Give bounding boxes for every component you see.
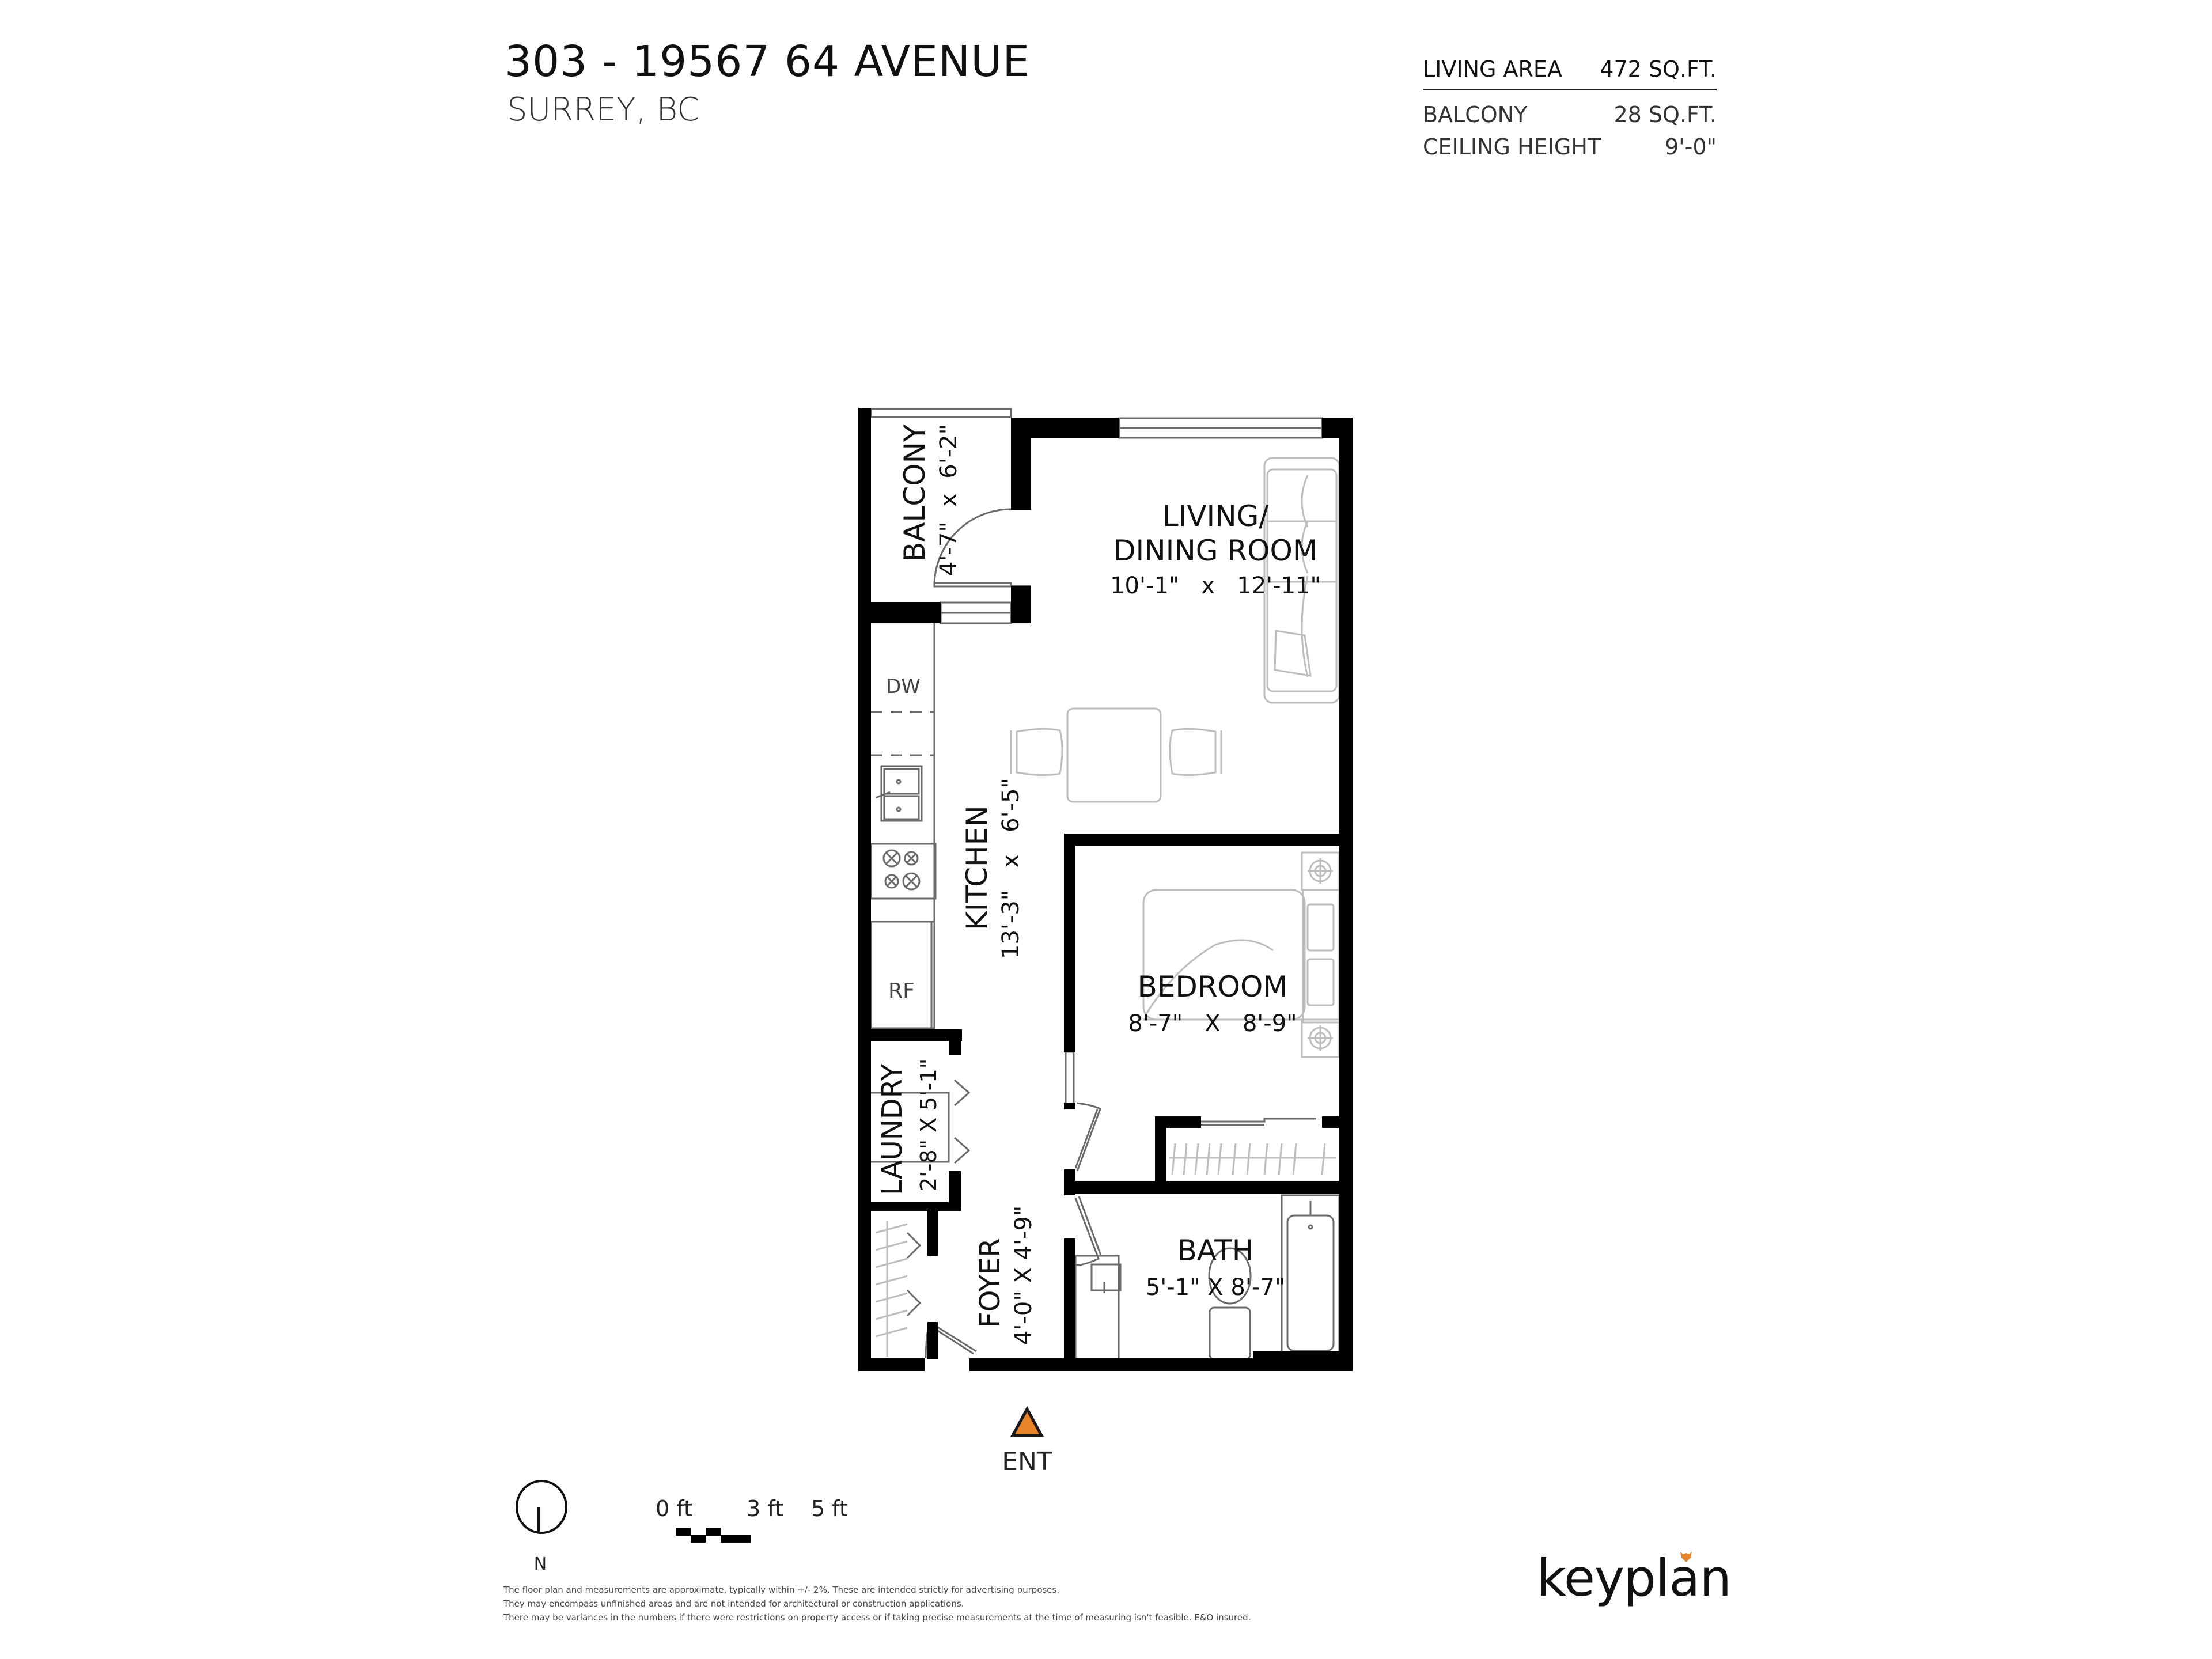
vanity-sink-icon xyxy=(1074,1255,1122,1361)
room-dims-living: 10'-1" x 12'-11" xyxy=(1110,573,1321,599)
stat-balcony: BALCONY 28 SQ.FT. xyxy=(1423,99,1717,131)
room-name-bath: BATH xyxy=(1177,1234,1254,1267)
entrance-label: ENT xyxy=(1002,1447,1052,1476)
room-dims-kitchen: 13'-3" x 6'-5" xyxy=(998,778,1024,959)
stat-label: CEILING HEIGHT xyxy=(1423,134,1601,160)
bathtub-icon xyxy=(1281,1194,1340,1358)
room-dims-laundry: 2'-8" X 5'-1" xyxy=(916,1059,941,1191)
window-icon xyxy=(1118,417,1323,439)
furniture-layer xyxy=(875,457,1340,1357)
door-swing-icon xyxy=(1074,1196,1102,1267)
closet-hangers-icon xyxy=(1169,1143,1336,1176)
bifold-door-icon xyxy=(906,1232,922,1317)
scale-tick-5: 5 ft xyxy=(811,1496,848,1521)
fridge-icon xyxy=(870,921,935,1029)
nightstand-lamp-icon xyxy=(1301,851,1340,891)
brand-logo: keyplan xyxy=(1537,1548,1732,1608)
stat-ceiling-height: CEILING HEIGHT 9'-0" xyxy=(1423,131,1717,163)
closet-hangers-icon xyxy=(875,1221,908,1357)
entrance-triangle-icon xyxy=(1010,1406,1044,1437)
nightstand-lamp-icon xyxy=(1301,1018,1340,1058)
stat-label: LIVING AREA xyxy=(1423,56,1562,82)
disclaimer-line: They may encompass unfinished areas and … xyxy=(503,1599,964,1609)
area-stats-table: LIVING AREA 472 SQ.FT. BALCONY 28 SQ.FT.… xyxy=(1423,53,1717,163)
room-name-living-2: DINING ROOM xyxy=(1113,534,1317,567)
bifold-door-icon xyxy=(954,1079,971,1164)
room-dims-balcony: 4'-7" x 6'-2" xyxy=(935,424,962,576)
stats-divider xyxy=(1423,89,1717,90)
compass: N xyxy=(516,1480,567,1574)
room-dims-foyer: 4'-0" X 4'-9" xyxy=(1010,1206,1037,1345)
walls-layer xyxy=(858,408,1353,1371)
stat-value: 9'-0" xyxy=(1665,134,1717,160)
balcony-rail xyxy=(870,408,1012,418)
sliding-door-icon xyxy=(1201,1118,1316,1126)
window-icon xyxy=(940,601,1012,624)
entrance-marker: ENT xyxy=(1002,1406,1052,1476)
disclaimer-line: The floor plan and measurements are appr… xyxy=(503,1585,1060,1595)
dining-table-icon xyxy=(1066,707,1162,803)
disclaimer: The floor plan and measurements are appr… xyxy=(503,1583,1251,1624)
room-name-living-1: LIVING/ xyxy=(1162,499,1269,533)
window-icon xyxy=(1065,1051,1075,1105)
scale-bar: 0 ft 3 ft 5 ft xyxy=(656,1496,848,1543)
sink-icon xyxy=(875,765,923,822)
room-name-foyer: FOYER xyxy=(974,1238,1006,1328)
room-dims-bath: 5'-1" X 8'-7" xyxy=(1146,1274,1285,1301)
door-swing-icon xyxy=(1074,1102,1101,1172)
room-name-bedroom: BEDROOM xyxy=(1138,970,1288,1003)
stat-value: 28 SQ.FT. xyxy=(1613,102,1717,127)
property-city: SURREY, BC xyxy=(507,91,700,128)
stove-icon xyxy=(870,843,937,900)
disclaimer-line: There may be variances in the numbers if… xyxy=(503,1612,1251,1623)
scale-tick-0: 0 ft xyxy=(656,1496,692,1521)
stat-label: BALCONY xyxy=(1423,102,1528,127)
room-name-laundry: LAUNDRY xyxy=(876,1063,908,1195)
scale-tick-3: 3 ft xyxy=(747,1496,783,1521)
compass-label: N xyxy=(534,1554,547,1574)
brand-fox-icon xyxy=(1680,1552,1692,1562)
stat-living-area: LIVING AREA 472 SQ.FT. xyxy=(1423,53,1717,85)
chair-icon xyxy=(1169,728,1222,777)
stat-value: 472 SQ.FT. xyxy=(1600,56,1717,82)
room-name-kitchen: KITCHEN xyxy=(960,805,994,930)
dishwasher-label: DW xyxy=(886,675,921,698)
room-dims-bedroom: 8'-7" X 8'-9" xyxy=(1128,1010,1297,1037)
property-address: 303 - 19567 64 AVENUE xyxy=(505,37,1031,86)
room-name-balcony: BALCONY xyxy=(898,424,931,562)
chair-icon xyxy=(1010,728,1063,777)
room-labels: BALCONY 4'-7" x 6'-2" LIVING/ DINING ROO… xyxy=(876,424,1321,1345)
fridge-label: RF xyxy=(888,979,915,1003)
compass-north-icon xyxy=(516,1480,567,1534)
